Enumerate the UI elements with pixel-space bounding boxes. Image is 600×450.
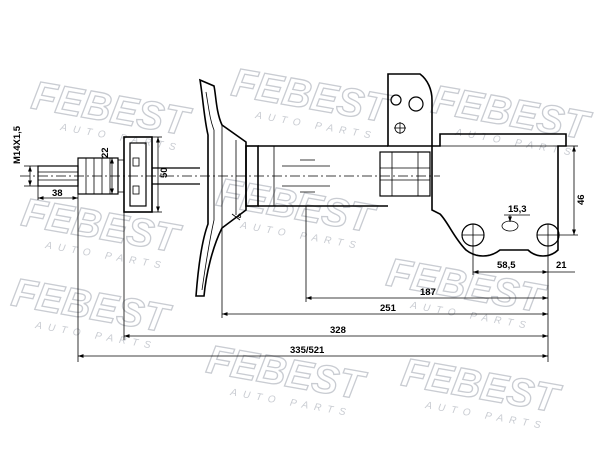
label-251: 251 xyxy=(380,303,397,314)
label-thread: M14X1,5 xyxy=(12,125,23,164)
spring-seat: 6 xyxy=(195,78,247,297)
dimension-labels: M14X1,5 38 22 50 15,3 46 58,5 21 187 251… xyxy=(12,125,587,356)
label-328: 328 xyxy=(330,325,346,336)
shock-body xyxy=(245,145,388,207)
sensor-bracket xyxy=(379,73,433,197)
label-mount-height: 50 xyxy=(159,167,170,178)
knuckle-bracket xyxy=(431,133,567,257)
piston-rod xyxy=(37,157,119,195)
label-187: 187 xyxy=(420,287,436,298)
extension-lines xyxy=(37,136,578,362)
label-hole-spacing: 15,3 xyxy=(508,204,527,215)
svg-text:6: 6 xyxy=(238,214,242,220)
label-mount-offset: 22 xyxy=(100,147,111,158)
watermark-group: FEBEST AUTO PARTS FEBEST AUTO PARTS FEBE… xyxy=(8,60,596,432)
label-total-length: 335/521 xyxy=(290,345,325,356)
label-rod-length: 38 xyxy=(52,188,63,199)
label-bracket-height: 46 xyxy=(576,194,587,205)
upper-rod xyxy=(152,167,200,185)
top-mount xyxy=(118,136,153,213)
label-bracket-edge: 21 xyxy=(556,260,567,271)
label-bracket-width: 58,5 xyxy=(497,260,516,271)
dimension-lines xyxy=(24,137,576,358)
